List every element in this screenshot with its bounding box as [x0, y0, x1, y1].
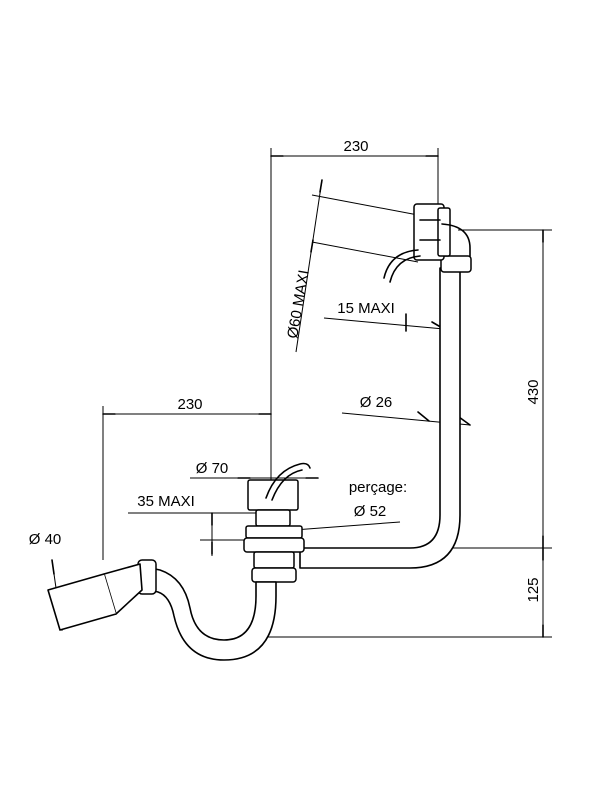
dimension-drill-diameter: perçage: Ø 52	[293, 479, 407, 531]
dim-label-trap-height: 125	[525, 577, 542, 602]
dim-label-waste-depth: 35 MAXI	[137, 493, 195, 510]
dim-label-drill-diameter: Ø 52	[354, 503, 387, 520]
dimension-top-230: 230	[270, 138, 439, 480]
dimension-overflow-depth: 15 MAXI	[323, 300, 445, 332]
dim-label-overflow-diameter: Ø60 MAXI	[284, 269, 313, 340]
dimension-waste-depth: 35 MAXI	[128, 493, 256, 556]
dim-label-overflow-depth: 15 MAXI	[337, 300, 395, 317]
overflow-pipe	[299, 203, 472, 569]
dim-label-total-height: 430	[525, 379, 542, 404]
dimension-waste-diameter: Ø 70	[190, 460, 319, 479]
dim-label-left-width: 230	[177, 396, 202, 413]
trap-pipe	[47, 559, 277, 661]
dim-label-outlet-diameter: Ø 40	[29, 531, 62, 548]
dimension-left-230: 230	[102, 396, 272, 560]
dim-label-pipe-diameter: Ø 26	[360, 394, 393, 411]
dim-label-top-width: 230	[343, 138, 368, 155]
dim-label-waste-diameter: Ø 70	[196, 460, 229, 477]
dim-label-drill: perçage:	[349, 479, 407, 496]
